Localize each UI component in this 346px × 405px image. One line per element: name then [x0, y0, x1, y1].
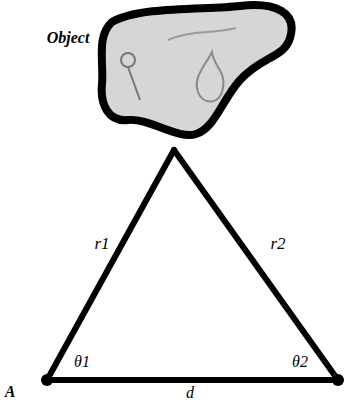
- distance-label: r1: [94, 235, 109, 252]
- object-label: Object: [47, 30, 90, 46]
- distance-label: r2: [270, 235, 285, 252]
- baseline-label: d: [186, 385, 194, 401]
- point-label: A: [5, 384, 16, 400]
- vertex-dot: [332, 374, 344, 386]
- angle-label: θ2: [292, 354, 308, 370]
- angle-label: θ1: [74, 354, 90, 370]
- triangle: [47, 150, 338, 380]
- object-blob: [102, 5, 292, 135]
- vertex-dot: [41, 374, 53, 386]
